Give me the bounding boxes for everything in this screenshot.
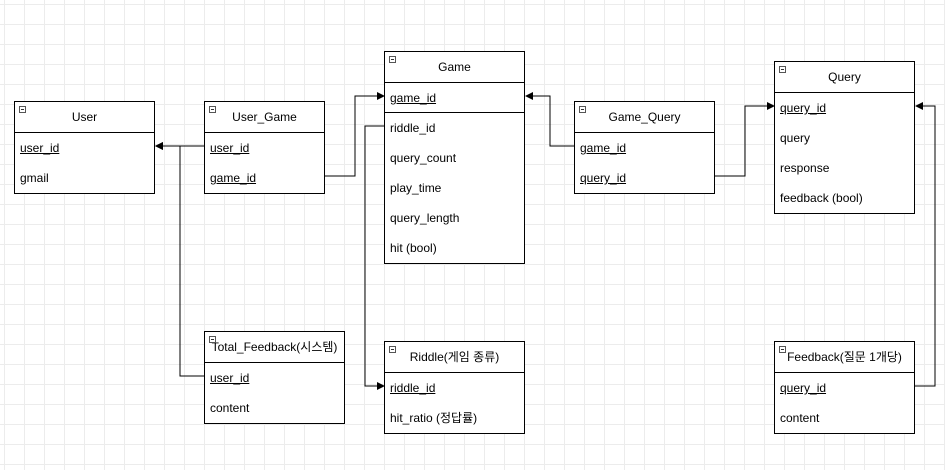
collapse-icon[interactable] (579, 106, 586, 113)
field-row[interactable]: response (780, 161, 830, 175)
entity-header: Query (775, 62, 914, 93)
entity-title: Query (828, 70, 861, 84)
collapse-icon[interactable] (389, 56, 396, 63)
edge-game-query-to-game (525, 92, 575, 147)
field-row[interactable]: query_id (580, 171, 627, 185)
field-row[interactable]: content (780, 411, 820, 425)
entity-game-query[interactable]: Game_Query game_id query_id (574, 101, 715, 194)
entity-title: User (71, 110, 98, 124)
collapse-icon[interactable] (209, 336, 216, 343)
entity-title: Game (438, 60, 471, 74)
field-row[interactable]: play_time (390, 181, 442, 195)
entity-riddle[interactable]: Riddle(게임 종류) riddle_id hit_ratio (정답률) (384, 341, 525, 434)
entity-title: Feedback(질문 1개당) (787, 350, 902, 364)
field-row[interactable]: query (780, 131, 811, 145)
collapse-icon[interactable] (389, 346, 396, 353)
collapse-icon[interactable] (19, 106, 26, 113)
field-row[interactable]: query_id (780, 101, 827, 115)
entity-header: User_Game (205, 102, 324, 133)
field-row[interactable]: query_count (390, 151, 457, 165)
entity-user[interactable]: User user_id gmail (14, 101, 155, 194)
entity-title: Total_Feedback(시스템) (211, 340, 338, 354)
field-row[interactable]: query_length (390, 211, 460, 225)
field-row[interactable]: game_id (210, 171, 257, 185)
field-row[interactable]: game_id (580, 141, 627, 155)
collapse-icon[interactable] (779, 346, 786, 353)
field-row[interactable]: game_id (385, 83, 524, 113)
edge-game-query-to-query (715, 102, 775, 177)
entity-header: Game_Query (575, 102, 714, 133)
field-row[interactable]: riddle_id (390, 381, 436, 395)
field-row[interactable]: content (210, 401, 250, 415)
edge-feedback-to-query (915, 102, 936, 387)
entity-total-feedback[interactable]: Total_Feedback(시스템) user_id content (204, 331, 345, 424)
entity-header: Total_Feedback(시스템) (205, 332, 344, 363)
entity-query[interactable]: Query query_id query response feedback (… (774, 61, 915, 214)
entity-feedback[interactable]: Feedback(질문 1개당) query_id content (774, 341, 915, 434)
field-row[interactable]: gmail (20, 171, 49, 185)
entity-header: User (15, 102, 154, 133)
collapse-icon[interactable] (209, 106, 216, 113)
edge-total-feedback-to-user (155, 142, 205, 377)
field-row[interactable]: hit (bool) (390, 241, 437, 255)
field-row[interactable]: user_id (210, 371, 250, 385)
field-row[interactable]: riddle_id (390, 121, 436, 135)
edge-user-game-to-game (325, 92, 385, 177)
edge-game-to-riddle (364, 125, 385, 390)
entity-header: Game (385, 52, 524, 83)
field-row[interactable]: hit_ratio (정답률) (390, 411, 478, 425)
field-row[interactable]: user_id (210, 141, 250, 155)
field-row[interactable]: user_id (20, 141, 60, 155)
entity-game[interactable]: Game game_id riddle_id query_count play_… (384, 51, 525, 264)
entity-title: Riddle(게임 종류) (409, 350, 500, 364)
field-row[interactable]: feedback (bool) (780, 191, 863, 205)
entity-user-game[interactable]: User_Game user_id game_id (204, 101, 325, 194)
entity-header: Feedback(질문 1개당) (775, 342, 914, 373)
entity-title: Game_Query (608, 110, 681, 124)
collapse-icon[interactable] (779, 66, 786, 73)
field-row[interactable]: query_id (780, 381, 827, 395)
entity-title: User_Game (232, 110, 297, 124)
entity-header: Riddle(게임 종류) (385, 342, 524, 373)
